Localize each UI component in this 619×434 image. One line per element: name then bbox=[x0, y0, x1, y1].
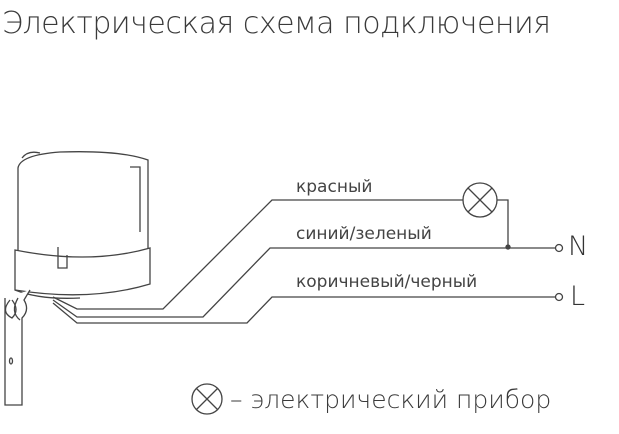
wire-label-red: красный bbox=[296, 177, 373, 197]
wire-blue-green bbox=[52, 247, 555, 318]
junction-dot bbox=[505, 244, 511, 250]
legend-text: – электрический прибор bbox=[230, 384, 552, 414]
mounting-bracket bbox=[4, 289, 31, 406]
lamp-icon bbox=[191, 383, 223, 415]
page-title: Электрическая схема подключения bbox=[2, 6, 551, 41]
wire-red bbox=[52, 199, 509, 310]
terminal-n-label: N bbox=[568, 231, 589, 262]
terminal-l-icon bbox=[554, 292, 564, 302]
wire-label-brown: коричневый/черный bbox=[296, 272, 478, 292]
terminal-n-icon bbox=[554, 243, 564, 253]
legend: – электрический прибор bbox=[190, 382, 551, 416]
terminal-l-label: L bbox=[570, 281, 586, 312]
wire-brown-black bbox=[52, 296, 555, 324]
wire-label-blue: синий/зеленый bbox=[296, 224, 432, 244]
lamp-icon bbox=[462, 182, 498, 218]
photo-relay-device bbox=[14, 151, 151, 299]
